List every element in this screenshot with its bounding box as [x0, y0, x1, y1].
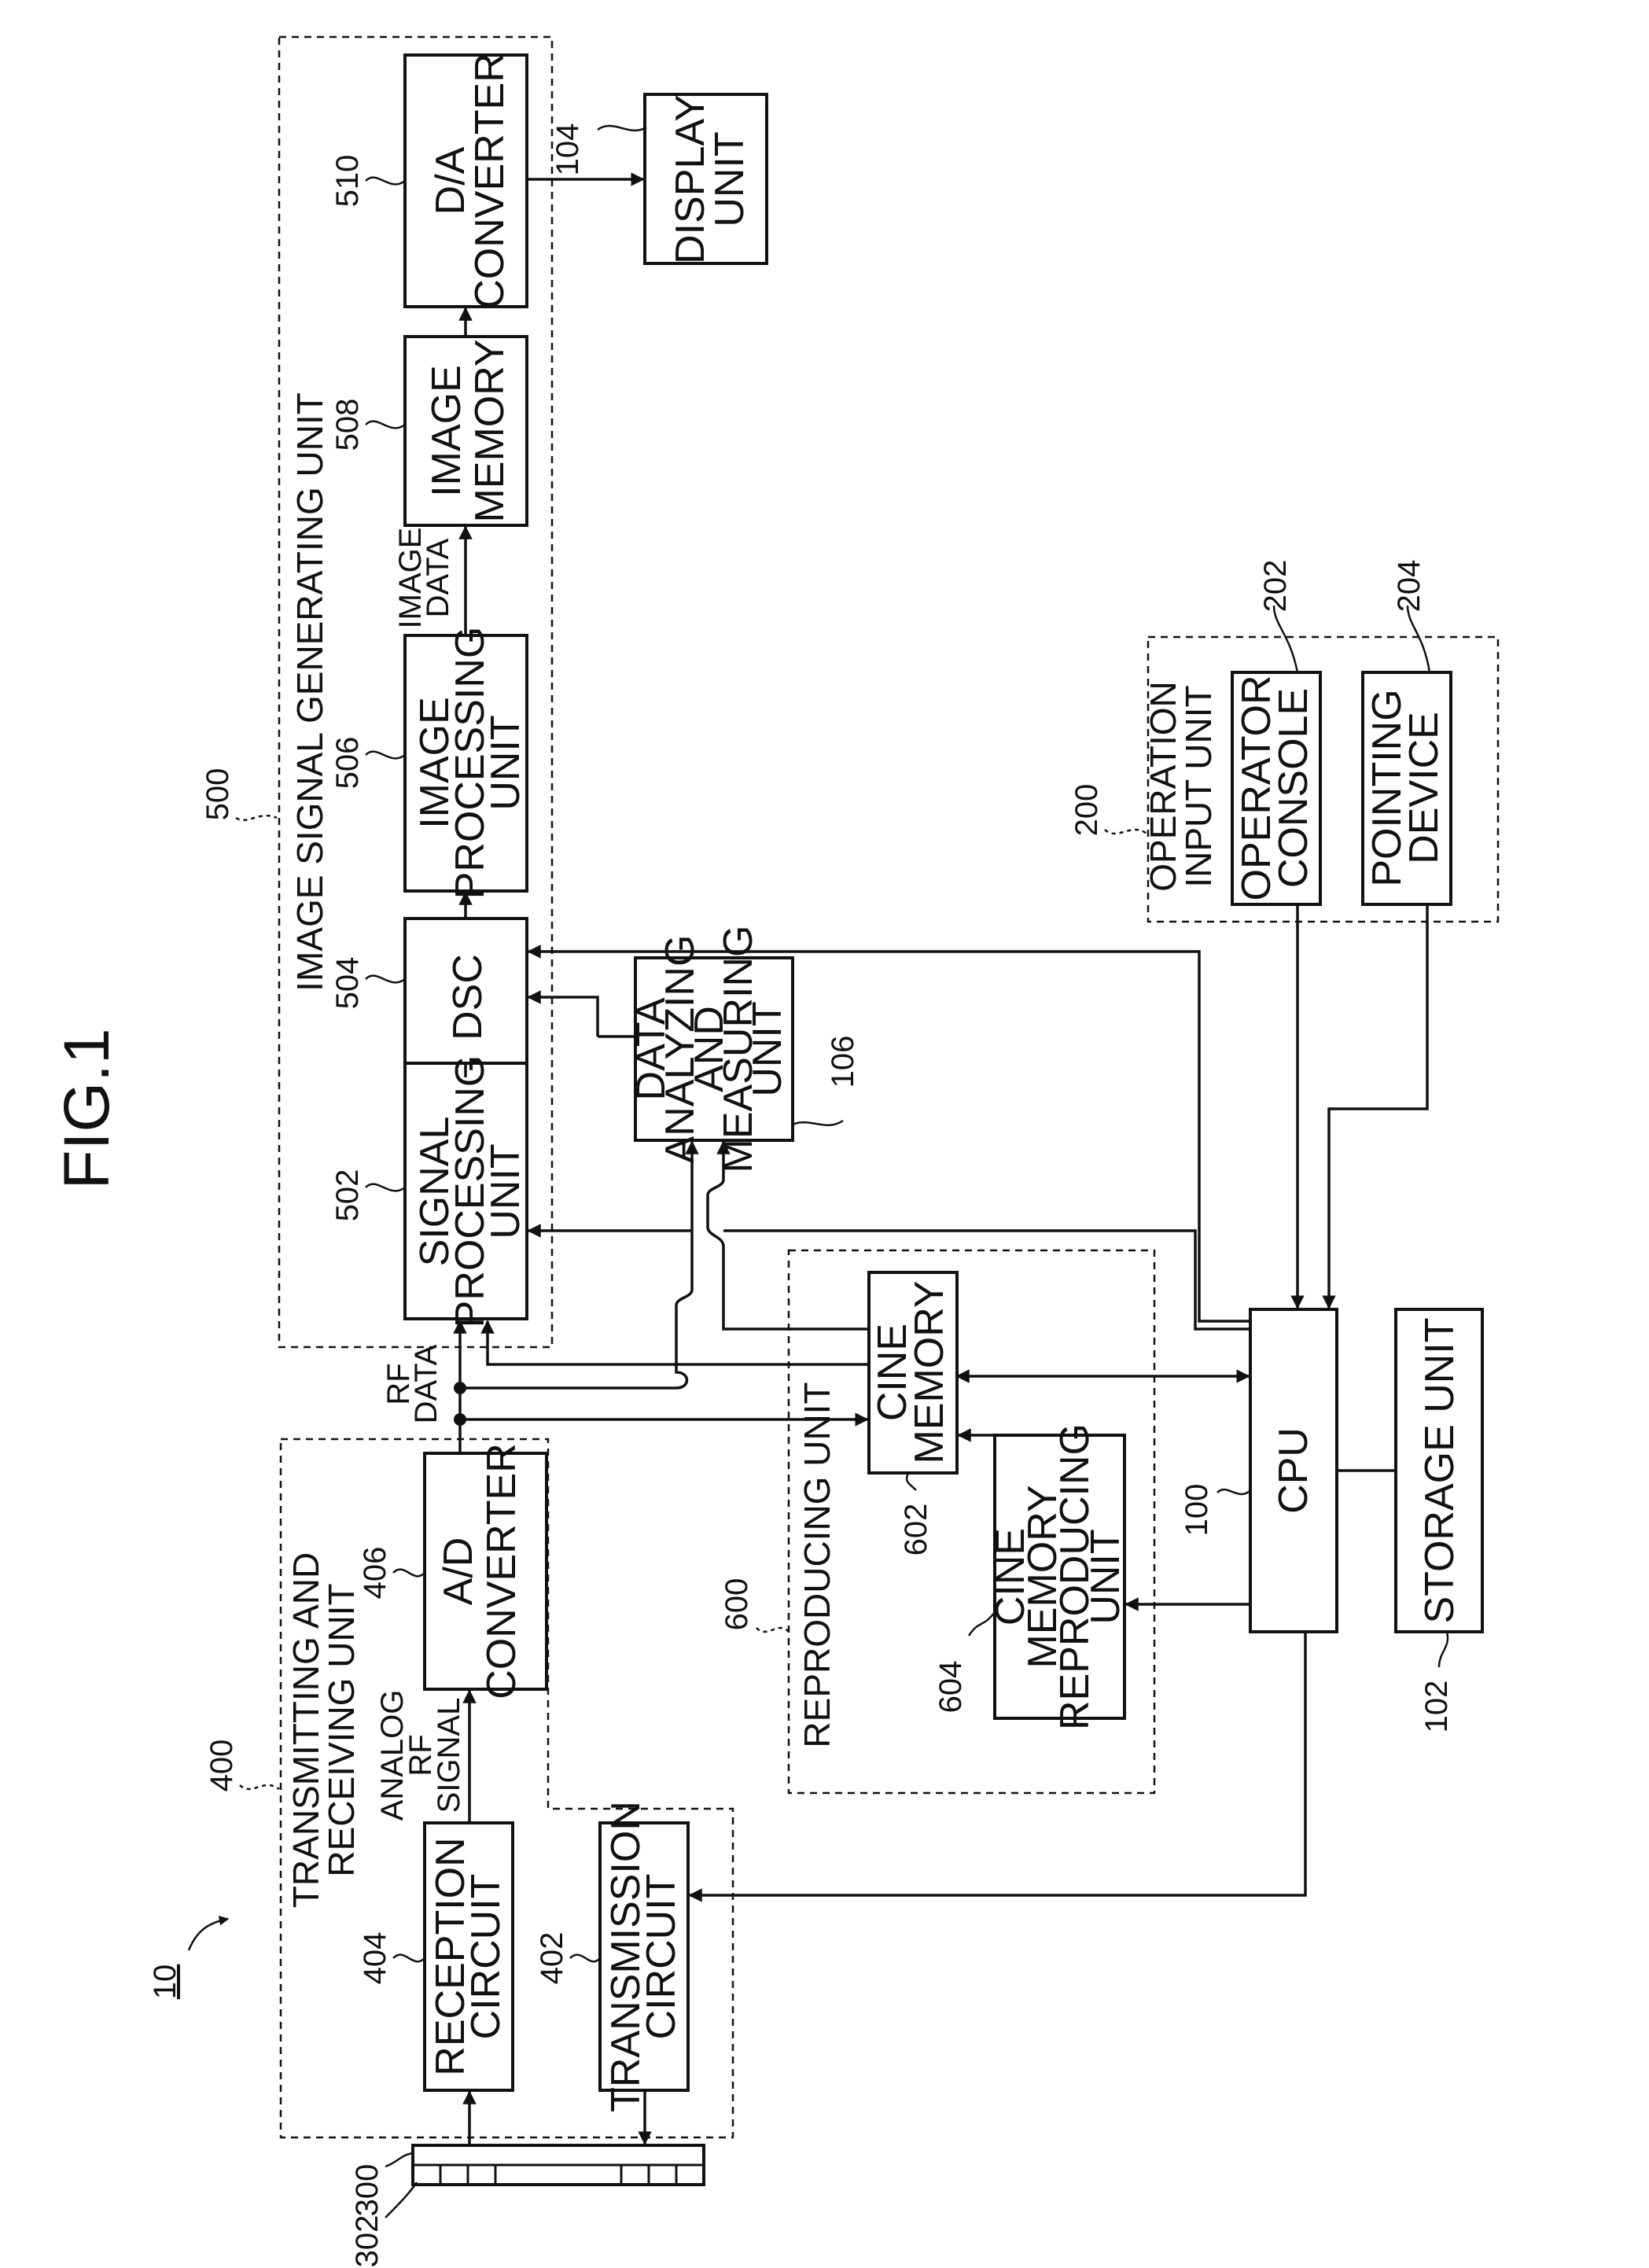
group-600-leader: [756, 1628, 789, 1632]
image-signal-generating-unit-ref: 500: [201, 768, 235, 821]
operation-input-unit-ref: 200: [1069, 784, 1104, 837]
data-analyzing-unit-leader: [793, 1121, 843, 1125]
storage-unit-ref: 102: [1419, 1681, 1454, 1733]
conn-pointing-device-to-cpu: [1329, 904, 1427, 1308]
dsc-ref: 504: [330, 957, 365, 1010]
operator-console-label-line2: CONSOLE: [1271, 688, 1316, 888]
display-unit-ref: 104: [550, 123, 585, 176]
cpu-leader: [1217, 1489, 1250, 1494]
da-converter-leader: [366, 178, 405, 185]
transmission-circuit-ref: 402: [535, 1932, 569, 1985]
transmission-circuit-label-line2: CIRCUIT: [639, 1874, 684, 2040]
signal-processing-unit-leader: [366, 1184, 405, 1191]
cpu-label: CPU: [1271, 1427, 1316, 1514]
dsc-label: DSC: [445, 954, 491, 1040]
system-ref: 10: [148, 1964, 182, 2000]
reception-circuit-label-line2: CIRCUIT: [463, 1874, 509, 2040]
cine-memory-leader: [907, 1473, 916, 1490]
reception-circuit-ref: 404: [358, 1932, 392, 1985]
group-400-leader: [240, 1785, 279, 1789]
reproducing-unit-ref: 600: [720, 1578, 754, 1631]
ad-converter-ref: 406: [358, 1547, 392, 1600]
data-analyzing-unit-ref: 106: [826, 1036, 860, 1088]
display-unit-label-line2: UNIT: [707, 131, 753, 226]
pointing-device-label-line2: DEVICE: [1401, 712, 1447, 864]
storage-unit-leader: [1439, 1632, 1448, 1667]
signal-processing-unit-ref: 502: [330, 1169, 365, 1222]
image-signal-generating-unit-label: IMAGE SIGNAL GENERATING UNIT: [289, 392, 330, 992]
reproducing-unit-label: REPRODUCING UNIT: [797, 1382, 837, 1747]
reception-circuit-leader: [393, 1955, 425, 1962]
transmitting-receiving-unit-ref: 400: [204, 1740, 239, 1792]
image-memory-ref: 508: [330, 399, 365, 451]
ad-converter-leader: [393, 1570, 425, 1577]
cine-memory-reproducing-unit-label-line4: UNIT: [1083, 1529, 1128, 1624]
group-200-leader: [1105, 830, 1147, 834]
image-processing-unit-ref: 506: [330, 737, 365, 790]
display-unit-leader: [598, 126, 646, 131]
cine-memory-reproducing-unit-ref: 604: [933, 1661, 968, 1714]
pointing-device-leader: [1408, 606, 1430, 672]
operation-input-unit-label-line2: INPUT UNIT: [1178, 685, 1219, 887]
image-data-label-line2: DATA: [421, 538, 455, 617]
probe-leader-300: [385, 2153, 413, 2167]
image-memory-leader: [366, 422, 405, 429]
transmission-circuit-leader: [570, 1955, 600, 1962]
probe-ref-300: 300: [350, 2164, 385, 2217]
cpu-ref: 100: [1180, 1484, 1214, 1537]
ad-converter-label-line1: A/D: [436, 1537, 481, 1606]
transmitting-receiving-unit-label-line2: RECEIVING UNIT: [321, 1583, 362, 1876]
group-500-leader: [236, 816, 277, 820]
da-converter-label-line2: CONVERTER: [467, 53, 513, 309]
dsc-leader: [366, 976, 405, 983]
operator-console-leader: [1274, 606, 1297, 672]
system-ref-arrow: [189, 1919, 228, 1950]
ad-converter-label-line2: CONVERTER: [479, 1443, 525, 1699]
image-processing-unit-label-line3: UNIT: [483, 715, 528, 810]
figure-title: FIG.1: [51, 1028, 123, 1189]
conn-data-analyzing-to-dsc-2: [528, 997, 598, 1036]
cine-memory-label-line2: MEMORY: [907, 1280, 952, 1464]
data-analyzing-unit-label-line5: UNIT: [745, 1001, 790, 1096]
operator-console-ref: 202: [1258, 560, 1293, 613]
signal-processing-unit-label-line3: UNIT: [483, 1143, 528, 1239]
image-memory-label-line2: MEMORY: [467, 339, 513, 522]
image-memory-label-line1: IMAGE: [424, 365, 469, 497]
image-processing-unit-leader: [366, 752, 405, 759]
probe-ref-302: 302: [350, 2215, 385, 2268]
rf-data-label-line2: DATA: [409, 1344, 444, 1423]
pointing-device-ref: 204: [1392, 560, 1426, 613]
probe-leader-302: [385, 2182, 417, 2218]
storage-unit-label: STORAGE UNIT: [1417, 1317, 1463, 1623]
da-converter-ref: 510: [330, 155, 365, 208]
analog-rf-signal-label-line3: SIGNAL: [432, 1698, 466, 1813]
cine-memory-ref: 602: [899, 1504, 933, 1556]
